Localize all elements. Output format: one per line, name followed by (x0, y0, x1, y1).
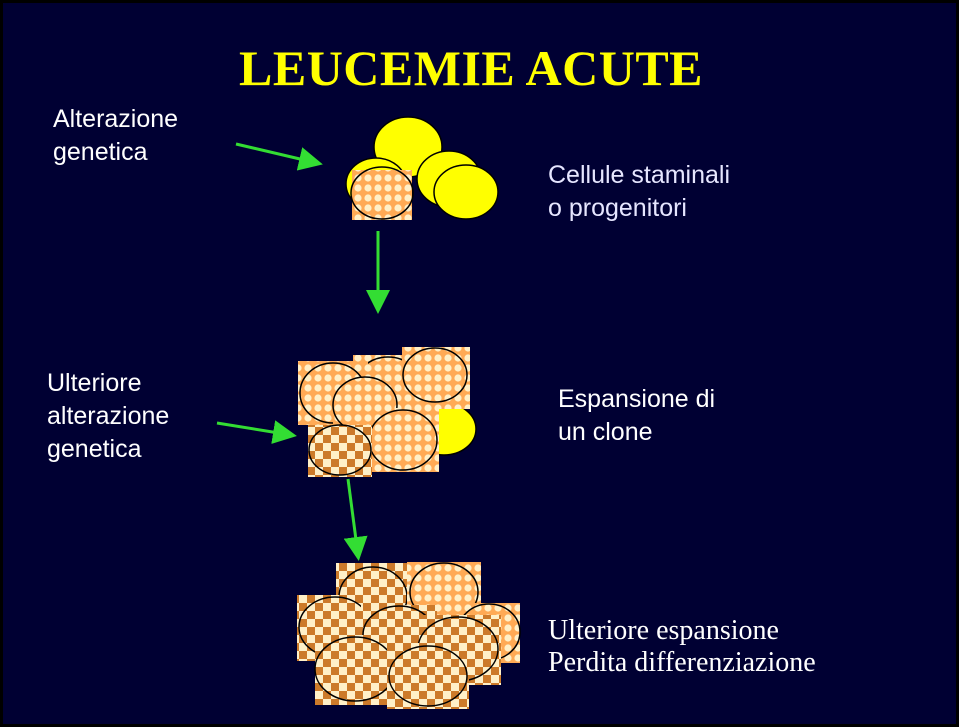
stem-cell-group (345, 116, 499, 220)
label-line: Cellule staminali (548, 161, 731, 189)
expanded-cell-box (387, 643, 469, 709)
clone-group (298, 347, 477, 477)
label-line: Ulteriore espansione (548, 615, 779, 646)
label-clone-expansion: Espansione di un clone (558, 383, 715, 449)
label-line: Perdita differenziazione (548, 647, 816, 678)
expanded-clone-group (297, 562, 521, 709)
arrow-to-clone (216, 420, 297, 444)
label-line: un clone (558, 418, 653, 446)
altered-cell-box (352, 170, 412, 220)
label-stem-cells: Cellule staminali o progenitori (548, 159, 730, 225)
arrow-to-stem-cells (235, 142, 323, 171)
arrow-down-2 (343, 478, 368, 561)
label-line: alterazione (47, 402, 170, 430)
label-line: Espansione di (558, 385, 716, 413)
slide-title: LEUCEMIE ACUTE (239, 40, 704, 96)
label-line: genetica (47, 435, 142, 463)
altered-cell (350, 166, 414, 220)
label-line: o progenitori (548, 194, 687, 222)
label-line: genetica (53, 138, 148, 166)
expanded-cell (388, 645, 468, 707)
label-line: Ulteriore (47, 369, 142, 397)
label-loss-of-differentiation: Ulteriore espansione Perdita differenzia… (548, 615, 816, 679)
altered-clone-cell (308, 424, 372, 476)
label-genetic-alteration: Alterazione genetica (53, 103, 178, 169)
leukemia-diagram (216, 116, 521, 709)
label-further-alteration: Ulteriore alterazione genetica (47, 367, 169, 466)
clone-cell (402, 347, 468, 403)
stem-cell (433, 164, 499, 220)
label-line: Alterazione (53, 105, 179, 133)
clone-cell-box (367, 408, 439, 472)
